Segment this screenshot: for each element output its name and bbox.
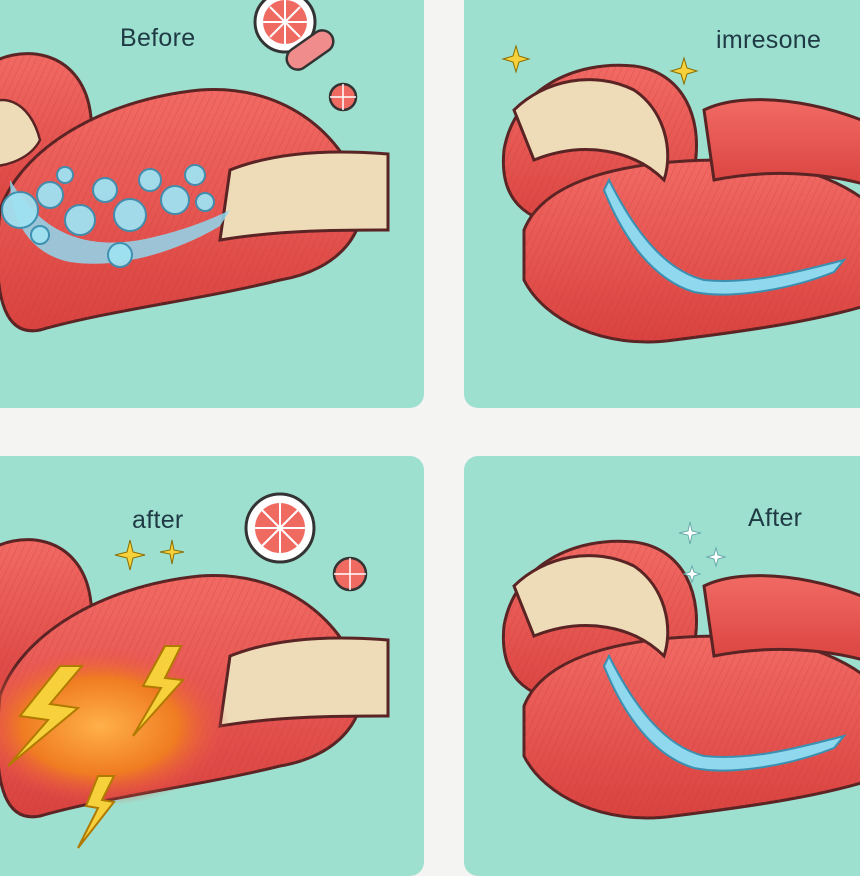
sparkle-icon bbox=[501, 44, 699, 86]
muscle-illustration bbox=[0, 492, 390, 849]
panel-caption: after bbox=[132, 506, 184, 534]
panel-caption: After bbox=[748, 504, 803, 532]
tendon-icon bbox=[218, 150, 390, 242]
panel-after-inflamed: after bbox=[0, 456, 424, 876]
citrus-slice-icon bbox=[332, 556, 368, 592]
panel-after-healthy: After bbox=[464, 456, 860, 876]
tendon-icon bbox=[602, 653, 847, 772]
tendon-icon bbox=[512, 78, 670, 183]
bubbles-icon bbox=[1, 164, 215, 268]
tendon-icon bbox=[512, 554, 670, 659]
citrus-slice-icon bbox=[328, 82, 358, 112]
citrus-slice-icon bbox=[244, 492, 316, 564]
pill-icon bbox=[285, 29, 335, 71]
panel-before: Before bbox=[0, 0, 424, 408]
tendon-icon bbox=[602, 177, 847, 296]
panel-caption: imresone bbox=[716, 26, 822, 54]
lightning-icon bbox=[7, 645, 186, 849]
muscle-illustration bbox=[501, 521, 860, 820]
muscle-illustration bbox=[0, 0, 390, 333]
panel-caption: Before bbox=[120, 24, 196, 52]
sparkle-icon bbox=[114, 539, 185, 571]
muscle-illustration bbox=[501, 44, 860, 344]
citrus-slice-icon bbox=[253, 0, 317, 54]
panel-middle-healthy: imresone bbox=[464, 0, 860, 408]
sparkle-icon bbox=[678, 521, 727, 584]
tendon-icon bbox=[218, 636, 390, 728]
